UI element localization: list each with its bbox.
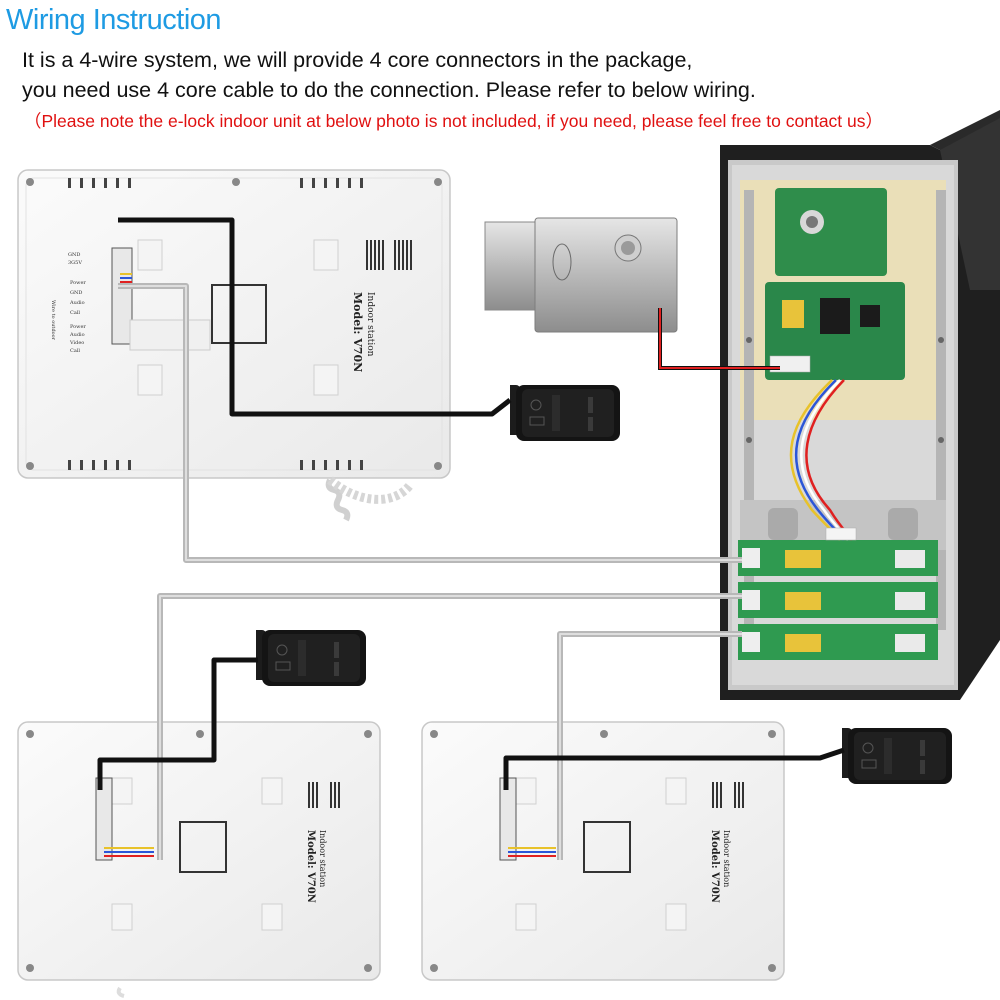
power-adapter-icon [255, 629, 367, 687]
model-label-2: Model: V70N [305, 830, 316, 903]
terminal-audio-b-1: Audio [69, 332, 85, 338]
outdoor-label-1: Wire to outdoor [50, 300, 56, 341]
terminal-gnd-a-1: GND [70, 290, 82, 296]
outdoor-camera-board-icon [720, 110, 1000, 700]
power-adapter-icon [509, 384, 621, 442]
terminal-audio-a-1: Audio [69, 300, 85, 306]
instruction-line-2: you need use 4 core cable to do the conn… [22, 78, 756, 102]
station-label-3: Indoor station [722, 830, 731, 887]
instruction-line-1: It is a 4-wire system, we will provide 4… [22, 48, 693, 72]
indoor-monitor-back-icon: Indoor station Model: V70N [421, 721, 785, 981]
electric-lock-icon [484, 217, 678, 333]
model-label-1: Model: V70N [351, 292, 364, 372]
terminal-power-b-1: Power [70, 324, 86, 330]
terminal-gnd-1: GND [68, 252, 80, 258]
station-label-1: Indoor station [365, 292, 375, 357]
power-adapter-icon [841, 727, 953, 785]
model-label-3: Model: V70N [709, 830, 720, 903]
terminal-call-b-1: Call [70, 348, 80, 354]
note-text: （Please note the e-lock indoor unit at b… [24, 111, 884, 131]
terminal-video-b-1: Video [69, 340, 84, 346]
indoor-monitor-back-icon: Indoor station Model: V70N [17, 721, 381, 998]
terminal-3g5v-1: 3G5V [68, 260, 82, 266]
station-label-2: Indoor station [318, 830, 327, 887]
terminal-call-a-1: Call [70, 310, 80, 316]
page-title: Wiring Instruction [6, 4, 222, 36]
terminal-power-a-1: Power [70, 280, 86, 286]
